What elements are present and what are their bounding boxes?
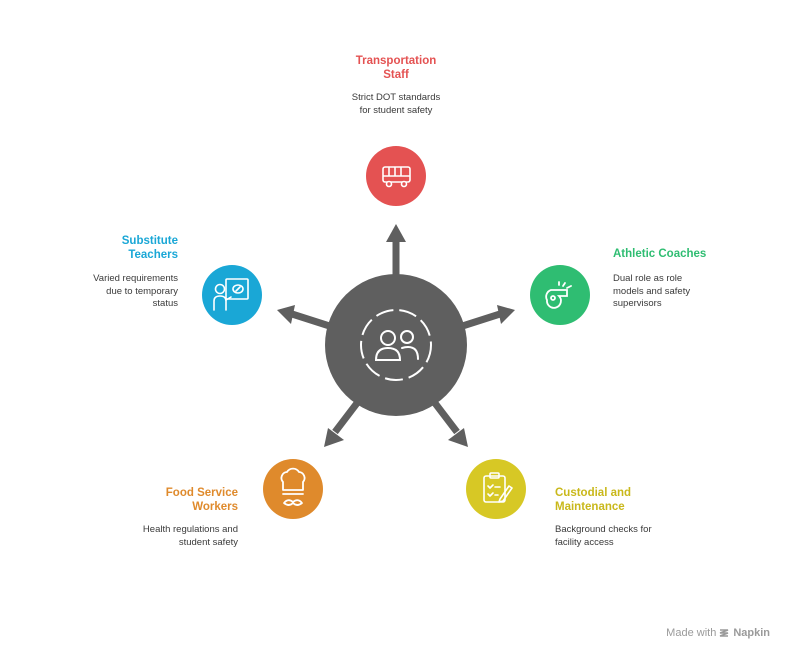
bus-icon — [382, 166, 411, 188]
whistle-icon — [545, 281, 572, 309]
custodial-title: Custodial and Maintenance — [555, 487, 632, 513]
transportation-description: Strict DOT standards for student safety — [351, 92, 441, 116]
food-description: Health regulations and student safety — [142, 524, 238, 548]
athletic-title: Athletic Coaches — [613, 248, 707, 260]
chef-icon — [280, 467, 306, 506]
teacher-icon — [213, 278, 249, 311]
node-substitute — [202, 265, 262, 325]
napkin-footer[interactable]: Made with Napkin — [666, 627, 770, 639]
athletic-circle — [530, 265, 590, 325]
node-transportation — [366, 146, 426, 206]
people-icon — [374, 330, 419, 361]
hub-dashed-ring — [360, 309, 432, 381]
hub-circle — [325, 274, 467, 416]
food-title: Food Service Workers — [165, 487, 238, 513]
transportation-title: Transportation Staff — [355, 55, 437, 81]
node-custodial — [466, 459, 526, 519]
custodial-circle — [466, 459, 526, 519]
node-food — [263, 459, 323, 519]
hub — [325, 274, 467, 416]
footer-brand: Napkin — [733, 627, 770, 639]
footer-prefix: Made with — [666, 627, 717, 639]
napkin-logo-icon — [720, 629, 729, 637]
food-circle — [263, 459, 323, 519]
clipboard-icon — [483, 472, 513, 503]
substitute-circle — [202, 265, 262, 325]
node-athletic — [530, 265, 590, 325]
substitute-title: Substitute Teachers — [121, 235, 178, 261]
athletic-description: Dual role as role models and safety supe… — [613, 273, 691, 309]
substitute-description: Varied requirements due to temporary sta… — [93, 273, 178, 309]
custodial-description: Background checks for facility access — [555, 524, 652, 548]
